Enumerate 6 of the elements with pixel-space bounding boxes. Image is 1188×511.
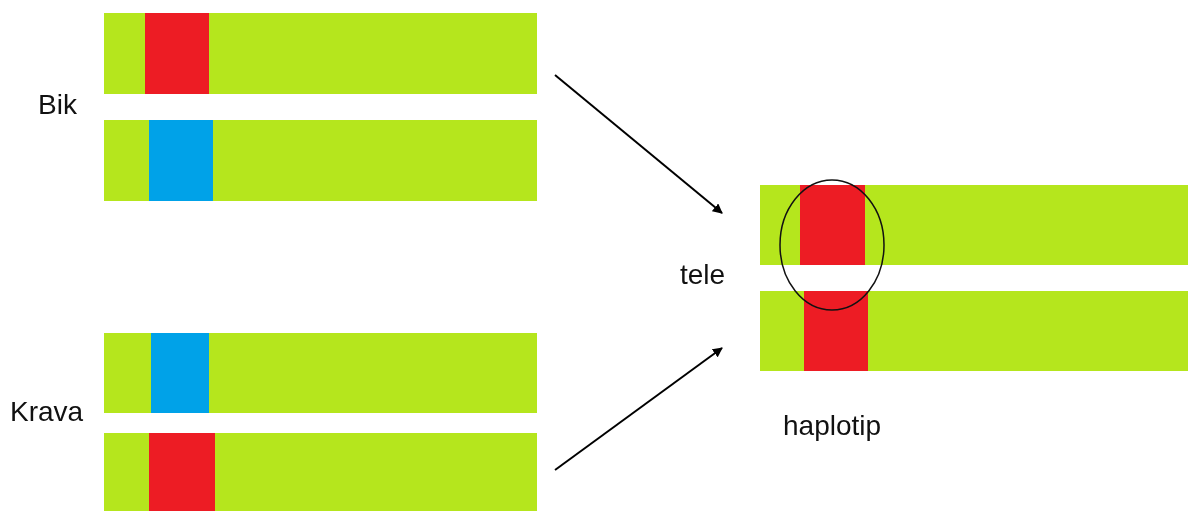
region-label: haplotip [783, 410, 882, 442]
chromosome-label: Bik [38, 89, 77, 121]
chromosome-label: Krava [10, 396, 84, 428]
arrow [554, 74, 723, 214]
arrow [554, 347, 723, 471]
chromosome-label: tele [680, 259, 726, 291]
